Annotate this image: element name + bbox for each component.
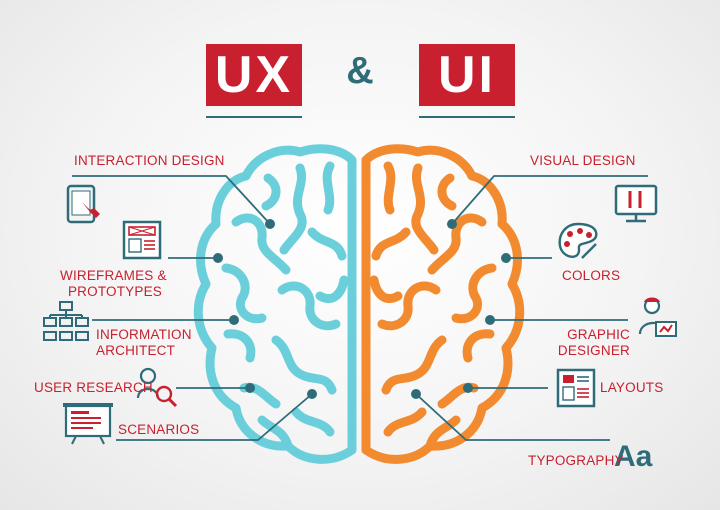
- ui-underline: [419, 116, 515, 118]
- leader-interaction-design: [72, 175, 271, 225]
- ux-leader-lines: [72, 175, 313, 441]
- leader-typography: [415, 393, 610, 441]
- label-wireframes: WIREFRAMES & PROTOTYPES: [60, 268, 167, 300]
- label-typography: TYPOGRAPHY: [528, 453, 624, 468]
- ui-leader-lines: [415, 175, 648, 441]
- left-brain-hemisphere: [193, 144, 357, 464]
- label-user-research: USER RESEARCH: [34, 380, 153, 395]
- label-information-line1: INFORMATION: [96, 327, 192, 342]
- tablet-touch-icon: [66, 184, 100, 224]
- ui-leader-dots: [411, 219, 511, 399]
- label-information-line2: ARCHITECT: [96, 343, 176, 358]
- monitor-tools-icon: [614, 184, 658, 223]
- scenario-board-icon: [63, 403, 113, 445]
- right-brain-hemisphere: [361, 144, 525, 464]
- label-layouts: LAYOUTS: [600, 380, 664, 395]
- ux-underline: [206, 116, 302, 118]
- user-search-icon: [136, 367, 178, 408]
- sitemap-icon: [43, 301, 89, 341]
- designer-icon: [638, 297, 677, 337]
- layout-icon: [556, 368, 596, 408]
- palette-icon: [558, 222, 598, 259]
- label-wireframes-line2: PROTOTYPES: [67, 284, 162, 299]
- label-scenarios: SCENARIOS: [118, 422, 200, 437]
- ux-title: UX: [206, 44, 302, 106]
- typography-icon: Aa: [614, 440, 653, 473]
- label-graphic-line1: GRAPHIC: [567, 327, 630, 342]
- label-graphic-designer: GRAPHIC DESIGNER: [540, 327, 630, 359]
- ampersand: &: [346, 50, 374, 92]
- label-visual-design: VISUAL DESIGN: [530, 153, 636, 168]
- label-interaction-design: INTERACTION DESIGN: [74, 153, 225, 168]
- leader-scenarios: [116, 393, 313, 441]
- ui-title: UI: [419, 44, 515, 106]
- label-wireframes-line1: WIREFRAMES &: [60, 268, 167, 283]
- leader-visual-design: [451, 175, 648, 225]
- label-information-architect: INFORMATION ARCHITECT: [96, 327, 192, 359]
- ux-leader-dots: [213, 219, 317, 399]
- wireframe-icon: [122, 220, 162, 260]
- label-graphic-line2: DESIGNER: [557, 343, 630, 358]
- label-colors: COLORS: [562, 268, 621, 283]
